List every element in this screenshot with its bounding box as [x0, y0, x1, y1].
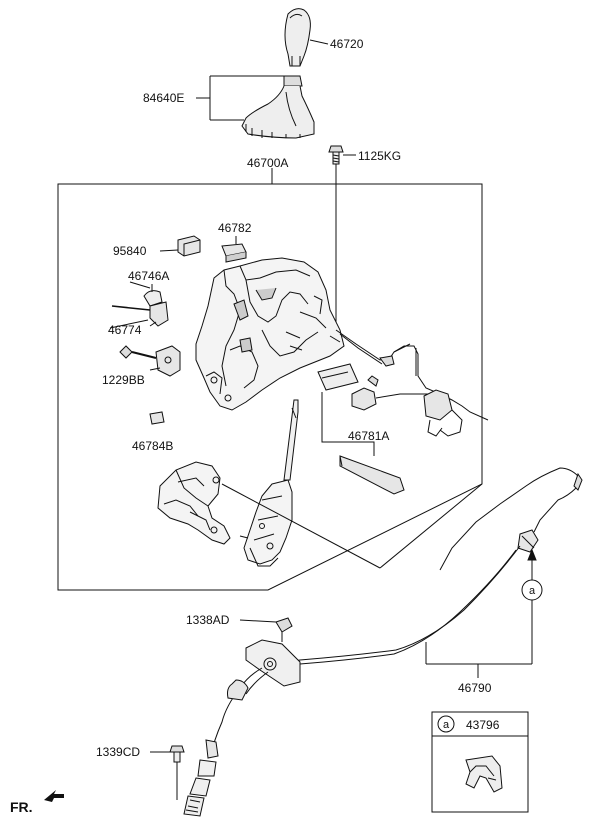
shifter-housing — [195, 257, 345, 411]
label-46774: 46774 — [108, 323, 142, 337]
label-84640E: 84640E — [143, 91, 184, 105]
part-46774 — [111, 301, 169, 327]
label-46746A: 46746A — [128, 269, 169, 283]
leader-line — [379, 483, 483, 569]
part-95840 — [159, 235, 201, 257]
leader-line — [239, 619, 277, 623]
legend-box — [431, 711, 529, 813]
leader-line — [129, 281, 151, 289]
label-1125KG: 1125KG — [358, 149, 401, 163]
shift-cable — [150, 467, 583, 817]
part-46784B — [149, 411, 165, 425]
label-1229BB: 1229BB — [102, 373, 145, 387]
label-46700A: 46700A — [247, 156, 288, 170]
slide-plate-46781A — [317, 363, 405, 495]
label-46784B: 46784B — [132, 439, 173, 453]
assembly-boundary — [57, 183, 483, 591]
shift-boot — [196, 75, 315, 139]
label-1338AD: 1338AD — [186, 613, 230, 627]
label-46781A: 46781A — [348, 429, 389, 443]
label-95840: 95840 — [113, 244, 147, 258]
part-1229BB — [119, 345, 181, 377]
legend-letter-a: a — [443, 719, 450, 731]
label-46782: 46782 — [218, 221, 252, 235]
bolt-1125kg — [328, 145, 356, 330]
label-43796: 43796 — [466, 718, 500, 732]
shift-knob — [284, 8, 329, 67]
shift-lever — [239, 399, 299, 567]
leader-line — [221, 483, 381, 569]
callout-letter-a: a — [529, 585, 536, 597]
cable-sensor — [335, 329, 489, 437]
label-46790: 46790 — [458, 681, 492, 695]
base-bracket — [157, 461, 231, 545]
label-1339CD: 1339CD — [96, 745, 140, 759]
leader-line — [109, 319, 149, 329]
label-46720: 46720 — [330, 37, 364, 51]
callout-circle-a — [521, 579, 543, 601]
part-46746A — [143, 284, 163, 307]
part-46782 — [221, 236, 247, 263]
front-label: FR. — [10, 799, 33, 815]
front-arrow-icon — [44, 790, 64, 802]
arrow-head — [527, 548, 537, 561]
